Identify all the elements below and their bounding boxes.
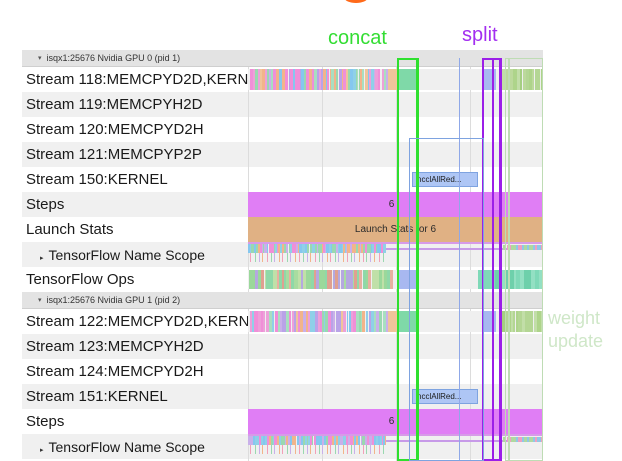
annotation-weight-line1: weight (548, 308, 601, 328)
trace-row-label: Steps (22, 196, 248, 213)
trace-row-label: Stream 123:MEMCPYH2D (22, 338, 248, 355)
expand-triangle-icon[interactable]: ▸ (40, 254, 44, 262)
trace-row[interactable]: TensorFlow Ops (22, 267, 543, 292)
trace-row[interactable]: Stream 151:KERNEL ncclAllRed... (22, 384, 543, 409)
trace-viewer-panel[interactable]: ▾ isqx1:25676 Nvidia GPU 0 (pid 1) Stream … (22, 50, 543, 461)
trace-row-label: Stream 121:MEMCPYP2P (22, 146, 248, 163)
trace-row-label-text: Stream 150:KERNEL (26, 171, 168, 188)
trace-row[interactable]: Launch Stats Launch Stats for 6 (22, 217, 543, 242)
trace-row[interactable]: Stream 120:MEMCPYD2H (22, 117, 543, 142)
trace-row-label-text: Stream 123:MEMCPYH2D (26, 338, 204, 355)
trace-row-label-text: Launch Stats (26, 221, 114, 238)
trace-row-label-text: TensorFlow Name Scope (48, 246, 205, 263)
trace-groups-container: ▾ isqx1:25676 Nvidia GPU 0 (pid 1) Stream … (22, 50, 543, 461)
trace-row-label-text: Stream 151:KERNEL (26, 388, 168, 405)
trace-row[interactable]: ▸ TensorFlow Name Scope (22, 434, 543, 459)
timeline-track[interactable]: 6 (248, 409, 543, 434)
trace-row-label-text: Stream 121:MEMCPYP2P (26, 146, 202, 163)
trace-group-title: isqx1:25676 Nvidia GPU 1 (pid 2) (46, 295, 181, 305)
trace-row-label: Stream 118:MEMCPYD2D,KERNEL,ME (22, 71, 248, 88)
launch-stats-label: Launch Stats for 6 (354, 224, 437, 235)
trace-row-label: Stream 151:KERNEL (22, 388, 248, 405)
timeline-track[interactable] (248, 67, 543, 92)
timeline-track[interactable] (248, 359, 543, 384)
annotation-split: split (462, 24, 498, 46)
steps-bar-label: 6 (388, 416, 395, 427)
annotation-weight-line2: update (548, 330, 604, 351)
timeline-track[interactable]: ncclAllRed... (248, 167, 543, 192)
steps-bar[interactable]: 6 (248, 409, 543, 434)
trace-row-label: Steps (22, 413, 248, 430)
trace-row-label-text: Stream 120:MEMCPYD2H (26, 121, 204, 138)
nccl-allreduce-bar[interactable]: ncclAllRed... (412, 172, 478, 187)
steps-bar[interactable]: 6 (248, 192, 543, 217)
expand-triangle-icon[interactable]: ▸ (40, 446, 44, 454)
trace-row-label-text: Stream 119:MEMCPYH2D (26, 96, 203, 113)
trace-group-rows: Stream 122:MEMCPYD2D,KERNEL,MI Stream 123… (22, 309, 543, 461)
timeline-track[interactable]: 6 (248, 192, 543, 217)
trace-row[interactable]: ▸ TensorFlow Name Scope (22, 242, 543, 267)
trace-group-header[interactable]: ▾ isqx1:25676 Nvidia GPU 0 (pid 1) (22, 50, 543, 67)
trace-row[interactable]: Steps 6 (22, 192, 543, 217)
timeline-track[interactable] (248, 267, 543, 292)
trace-row-label: ▸ TensorFlow Name Scope (22, 246, 248, 263)
trace-row-label-text: Stream 122:MEMCPYD2D,KERNEL,MI (26, 313, 248, 330)
trace-row[interactable]: Stream 118:MEMCPYD2D,KERNEL,ME (22, 67, 543, 92)
trace-row[interactable]: Stream 121:MEMCPYP2P (22, 142, 543, 167)
steps-bar-label: 6 (388, 199, 395, 210)
trace-row-label-text: Stream 124:MEMCPYD2H (26, 363, 204, 380)
trace-row-label-text: Stream 118:MEMCPYD2D,KERNEL,ME (26, 71, 248, 88)
trace-row-label: TensorFlow Ops (22, 271, 248, 288)
trace-row-label-text: Steps (26, 196, 65, 213)
timeline-track[interactable] (248, 142, 543, 167)
nccl-allreduce-label: ncclAllRed... (417, 392, 462, 401)
trace-row[interactable]: Steps 6 (22, 409, 543, 434)
trace-row[interactable]: Stream 150:KERNEL ncclAllRed... (22, 167, 543, 192)
collapse-triangle-icon[interactable]: ▾ (38, 296, 42, 304)
trace-row[interactable]: Stream 124:MEMCPYD2H (22, 359, 543, 384)
launch-stats-bar[interactable]: Launch Stats for 6 (248, 217, 543, 242)
trace-row-label: Launch Stats (22, 221, 248, 238)
timeline-track[interactable] (248, 92, 543, 117)
timeline-track[interactable]: ncclAllRed... (248, 384, 543, 409)
collapse-triangle-icon[interactable]: ▾ (38, 54, 42, 62)
trace-row-label: Stream 119:MEMCPYH2D (22, 96, 248, 113)
trace-row[interactable]: Stream 122:MEMCPYD2D,KERNEL,MI (22, 309, 543, 334)
trace-row-label-text: Steps (26, 413, 65, 430)
trace-row-label: Stream 124:MEMCPYD2H (22, 363, 248, 380)
trace-row[interactable]: Stream 123:MEMCPYH2D (22, 334, 543, 359)
timeline-track[interactable] (248, 434, 543, 459)
timeline-track[interactable] (248, 309, 543, 334)
annotation-concat: concat (328, 27, 387, 49)
orange-cutoff-marker (345, 0, 367, 3)
trace-row[interactable]: Stream 119:MEMCPYH2D (22, 92, 543, 117)
trace-group-title: isqx1:25676 Nvidia GPU 0 (pid 1) (46, 53, 181, 63)
trace-row-label: Stream 120:MEMCPYD2H (22, 121, 248, 138)
timeline-track[interactable] (248, 334, 543, 359)
timeline-track[interactable] (248, 117, 543, 142)
trace-row-label-text: TensorFlow Name Scope (48, 438, 205, 455)
nccl-allreduce-bar[interactable]: ncclAllRed... (412, 389, 478, 404)
trace-row-label-text: TensorFlow Ops (26, 271, 135, 288)
trace-row-label: Stream 122:MEMCPYD2D,KERNEL,MI (22, 313, 248, 330)
annotation-weight-update: weight update (548, 307, 603, 352)
trace-group-header[interactable]: ▾ isqx1:25676 Nvidia GPU 1 (pid 2) (22, 292, 543, 309)
trace-row-label: Stream 150:KERNEL (22, 171, 248, 188)
trace-group-rows: Stream 118:MEMCPYD2D,KERNEL,ME Stream 119… (22, 67, 543, 292)
nccl-allreduce-label: ncclAllRed... (417, 175, 462, 184)
trace-row-label: ▸ TensorFlow Name Scope (22, 438, 248, 455)
timeline-track[interactable]: Launch Stats for 6 (248, 217, 543, 242)
timeline-track[interactable] (248, 242, 543, 267)
